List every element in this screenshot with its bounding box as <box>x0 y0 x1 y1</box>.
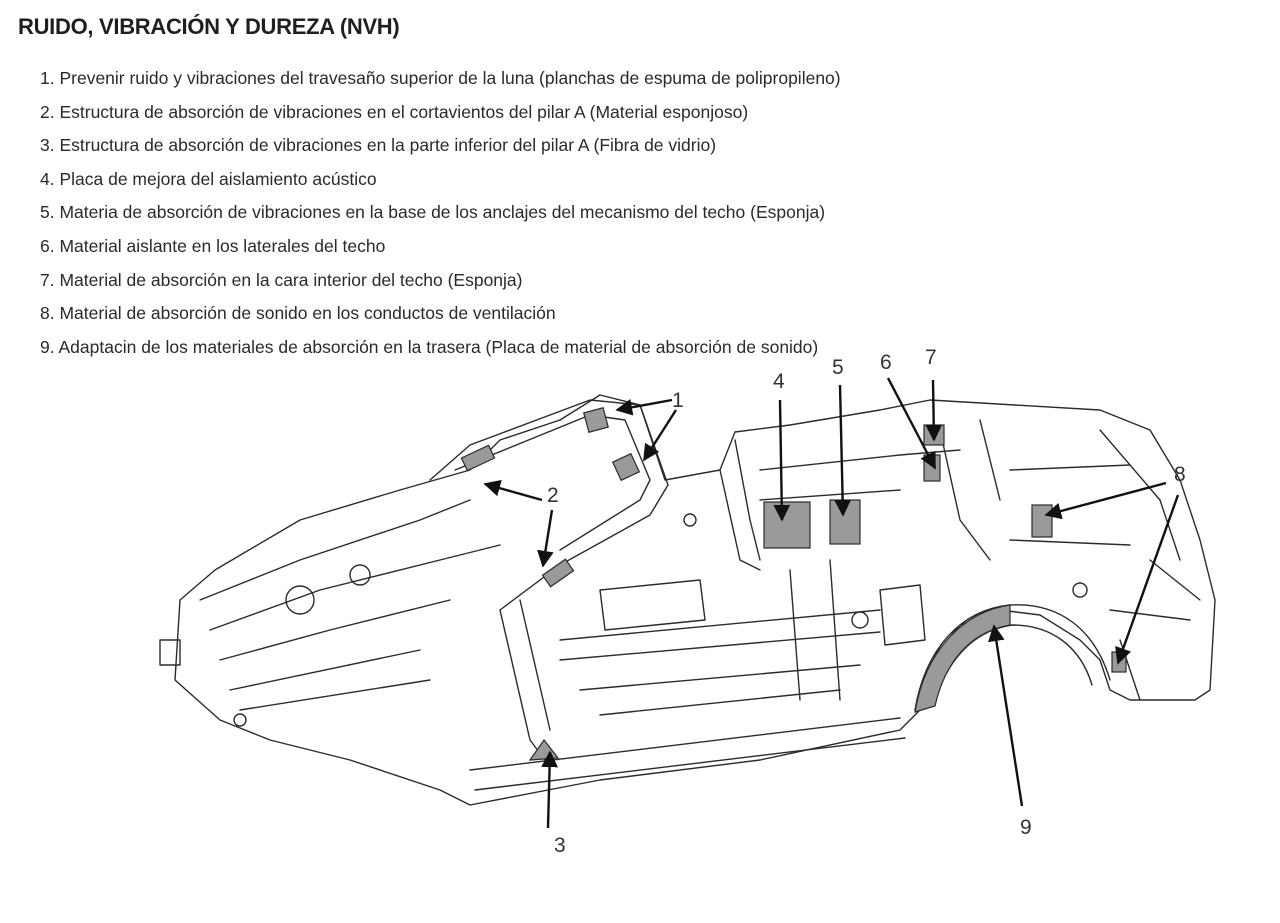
callout-labels: 1 2 3 4 5 6 7 8 9 <box>547 346 1186 857</box>
callout-label-3: 3 <box>554 834 566 857</box>
arrow-2b <box>537 509 554 568</box>
legend-item-9: 9. Adaptacin de los materiales de absorc… <box>40 336 819 357</box>
arrow-6 <box>886 377 937 470</box>
callout-arrows <box>483 377 1180 829</box>
legend-item-8: 8. Material de absorción de sonido en lo… <box>40 303 556 324</box>
part-1a <box>583 407 609 433</box>
part-6 <box>923 454 941 482</box>
part-2a <box>460 444 496 472</box>
arrow-5 <box>834 384 852 517</box>
part-2b <box>541 558 575 588</box>
callout-label-4: 4 <box>773 370 785 393</box>
part-5 <box>829 499 861 545</box>
part-1b <box>611 452 641 482</box>
part-3 <box>528 738 560 761</box>
legend-item-7: 7. Material de absorción en la cara inte… <box>40 269 523 290</box>
callout-label-5: 5 <box>832 356 844 379</box>
legend-item-4: 4. Placa de mejora del aislamiento acúst… <box>40 168 377 189</box>
callout-label-2: 2 <box>547 484 559 507</box>
callout-label-6: 6 <box>880 351 892 374</box>
callout-label-7: 7 <box>925 346 937 369</box>
callout-label-8: 8 <box>1174 463 1186 486</box>
page-title: RUIDO, VIBRACIÓN Y DUREZA (NVH) <box>18 14 400 39</box>
arrow-9 <box>988 624 1024 807</box>
part-4 <box>763 501 811 549</box>
legend-list: 1. Prevenir ruido y vibraciones del trav… <box>40 62 841 364</box>
arrow-4 <box>773 399 791 522</box>
arrow-7 <box>925 379 943 442</box>
arrow-3 <box>541 750 558 829</box>
nvh-parts <box>460 407 1127 761</box>
arrow-8a <box>1044 481 1167 520</box>
legend-item-2: 2. Estructura de absorción de vibracione… <box>40 101 749 122</box>
callout-label-9: 9 <box>1020 816 1032 839</box>
legend-item-6: 6. Material aislante en los laterales de… <box>40 235 386 256</box>
car-body-outline <box>159 394 1216 806</box>
arrow-2a <box>483 479 543 502</box>
part-9 <box>914 604 1011 713</box>
part-8 <box>1031 504 1053 538</box>
arrow-8b <box>1115 494 1180 665</box>
legend-item-5: 5. Materia de absorción de vibraciones e… <box>40 202 826 223</box>
arrow-1b <box>642 409 678 462</box>
arrow-1a <box>615 398 673 416</box>
callout-label-1: 1 <box>672 389 684 412</box>
legend-item-1: 1. Prevenir ruido y vibraciones del trav… <box>40 68 841 88</box>
legend-item-3: 3. Estructura de absorción de vibracione… <box>40 135 717 156</box>
